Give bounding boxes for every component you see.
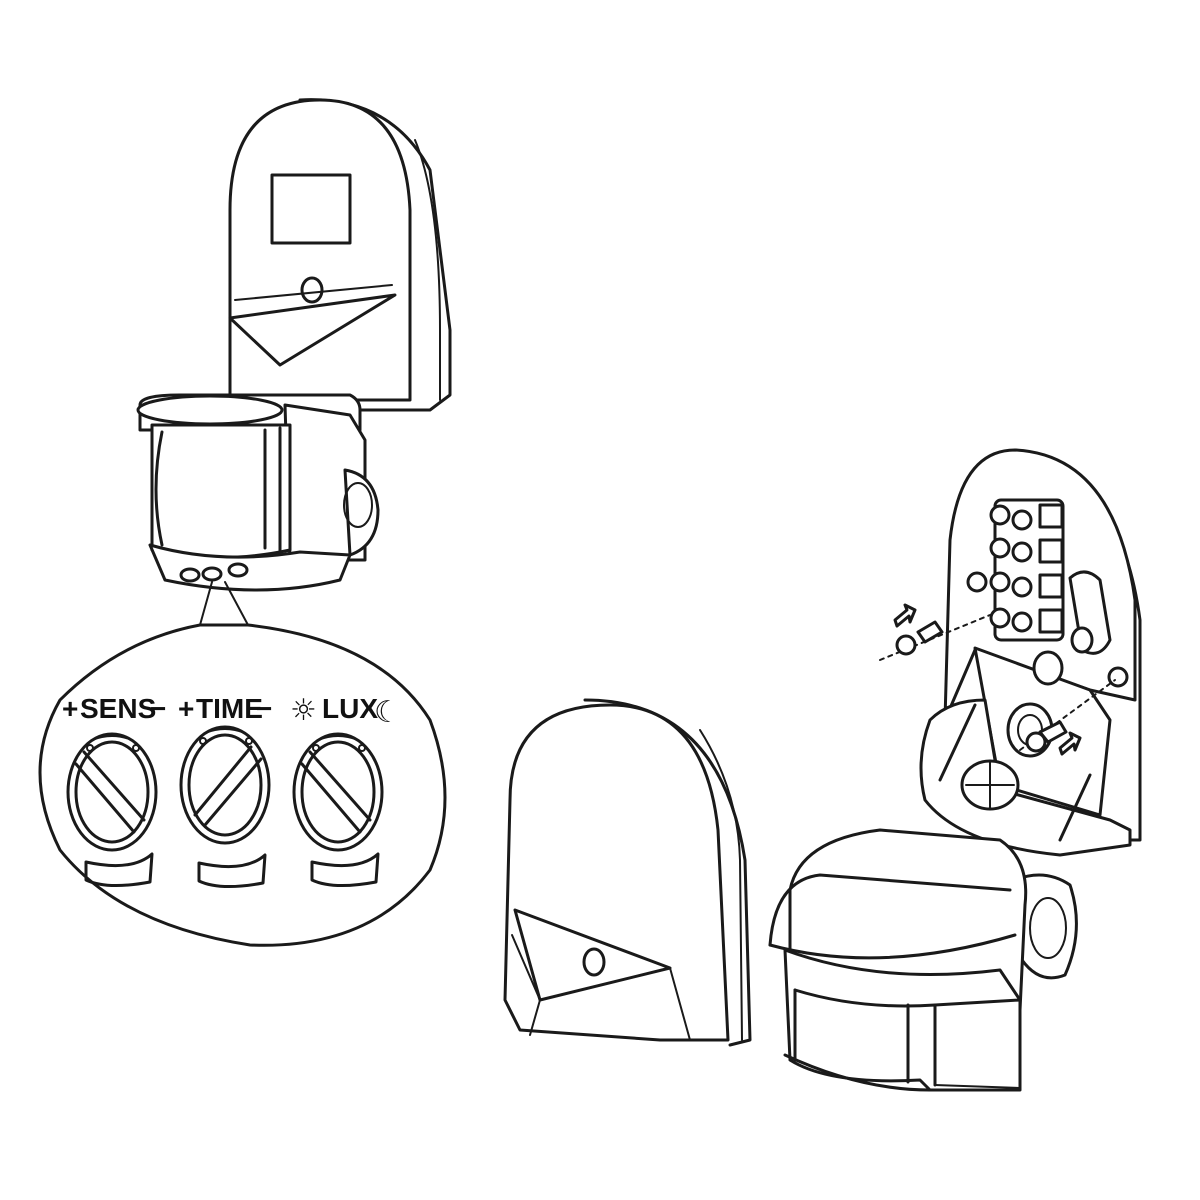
time-label: TIME <box>196 693 263 724</box>
front-cover <box>503 698 752 1047</box>
knob-time-small <box>201 566 223 582</box>
screw-left <box>879 603 991 661</box>
knob-lux-small <box>227 562 249 578</box>
arrow-icon <box>893 603 917 628</box>
screw-icon <box>895 634 917 656</box>
cover-front-face <box>503 703 730 1042</box>
knob-sens-small <box>179 567 201 583</box>
sens-label: SENS <box>80 693 156 724</box>
ball-joint <box>1013 873 1078 980</box>
detached-sensor-head <box>768 828 1078 1092</box>
screw-hole <box>300 276 324 304</box>
callout-bubble <box>38 623 447 947</box>
moon-icon: ☾ <box>374 695 401 730</box>
time-minus-label: − <box>256 693 272 724</box>
lux-dial <box>292 732 384 888</box>
open-base <box>919 448 1142 857</box>
time-plus-label: + <box>178 693 194 724</box>
assembled-sensor <box>79 98 452 691</box>
arrow-icon-2 <box>1058 731 1082 756</box>
lux-label: LUX <box>322 693 378 724</box>
sun-icon: ☼ <box>290 693 317 728</box>
time-dial <box>179 725 271 889</box>
screw-right <box>1019 679 1116 756</box>
cover-hole <box>582 947 606 977</box>
sens-minus-label: − <box>150 693 166 724</box>
pir-lens <box>150 423 292 559</box>
sens-plus-label: + <box>62 693 78 724</box>
sens-dial <box>66 732 158 888</box>
window-rect <box>270 173 352 245</box>
dial-callout: + SENS − + TIME − ☼ LUX ☾ <box>38 623 447 947</box>
wall-plate-front <box>228 98 412 402</box>
terminal-block <box>989 498 1065 642</box>
